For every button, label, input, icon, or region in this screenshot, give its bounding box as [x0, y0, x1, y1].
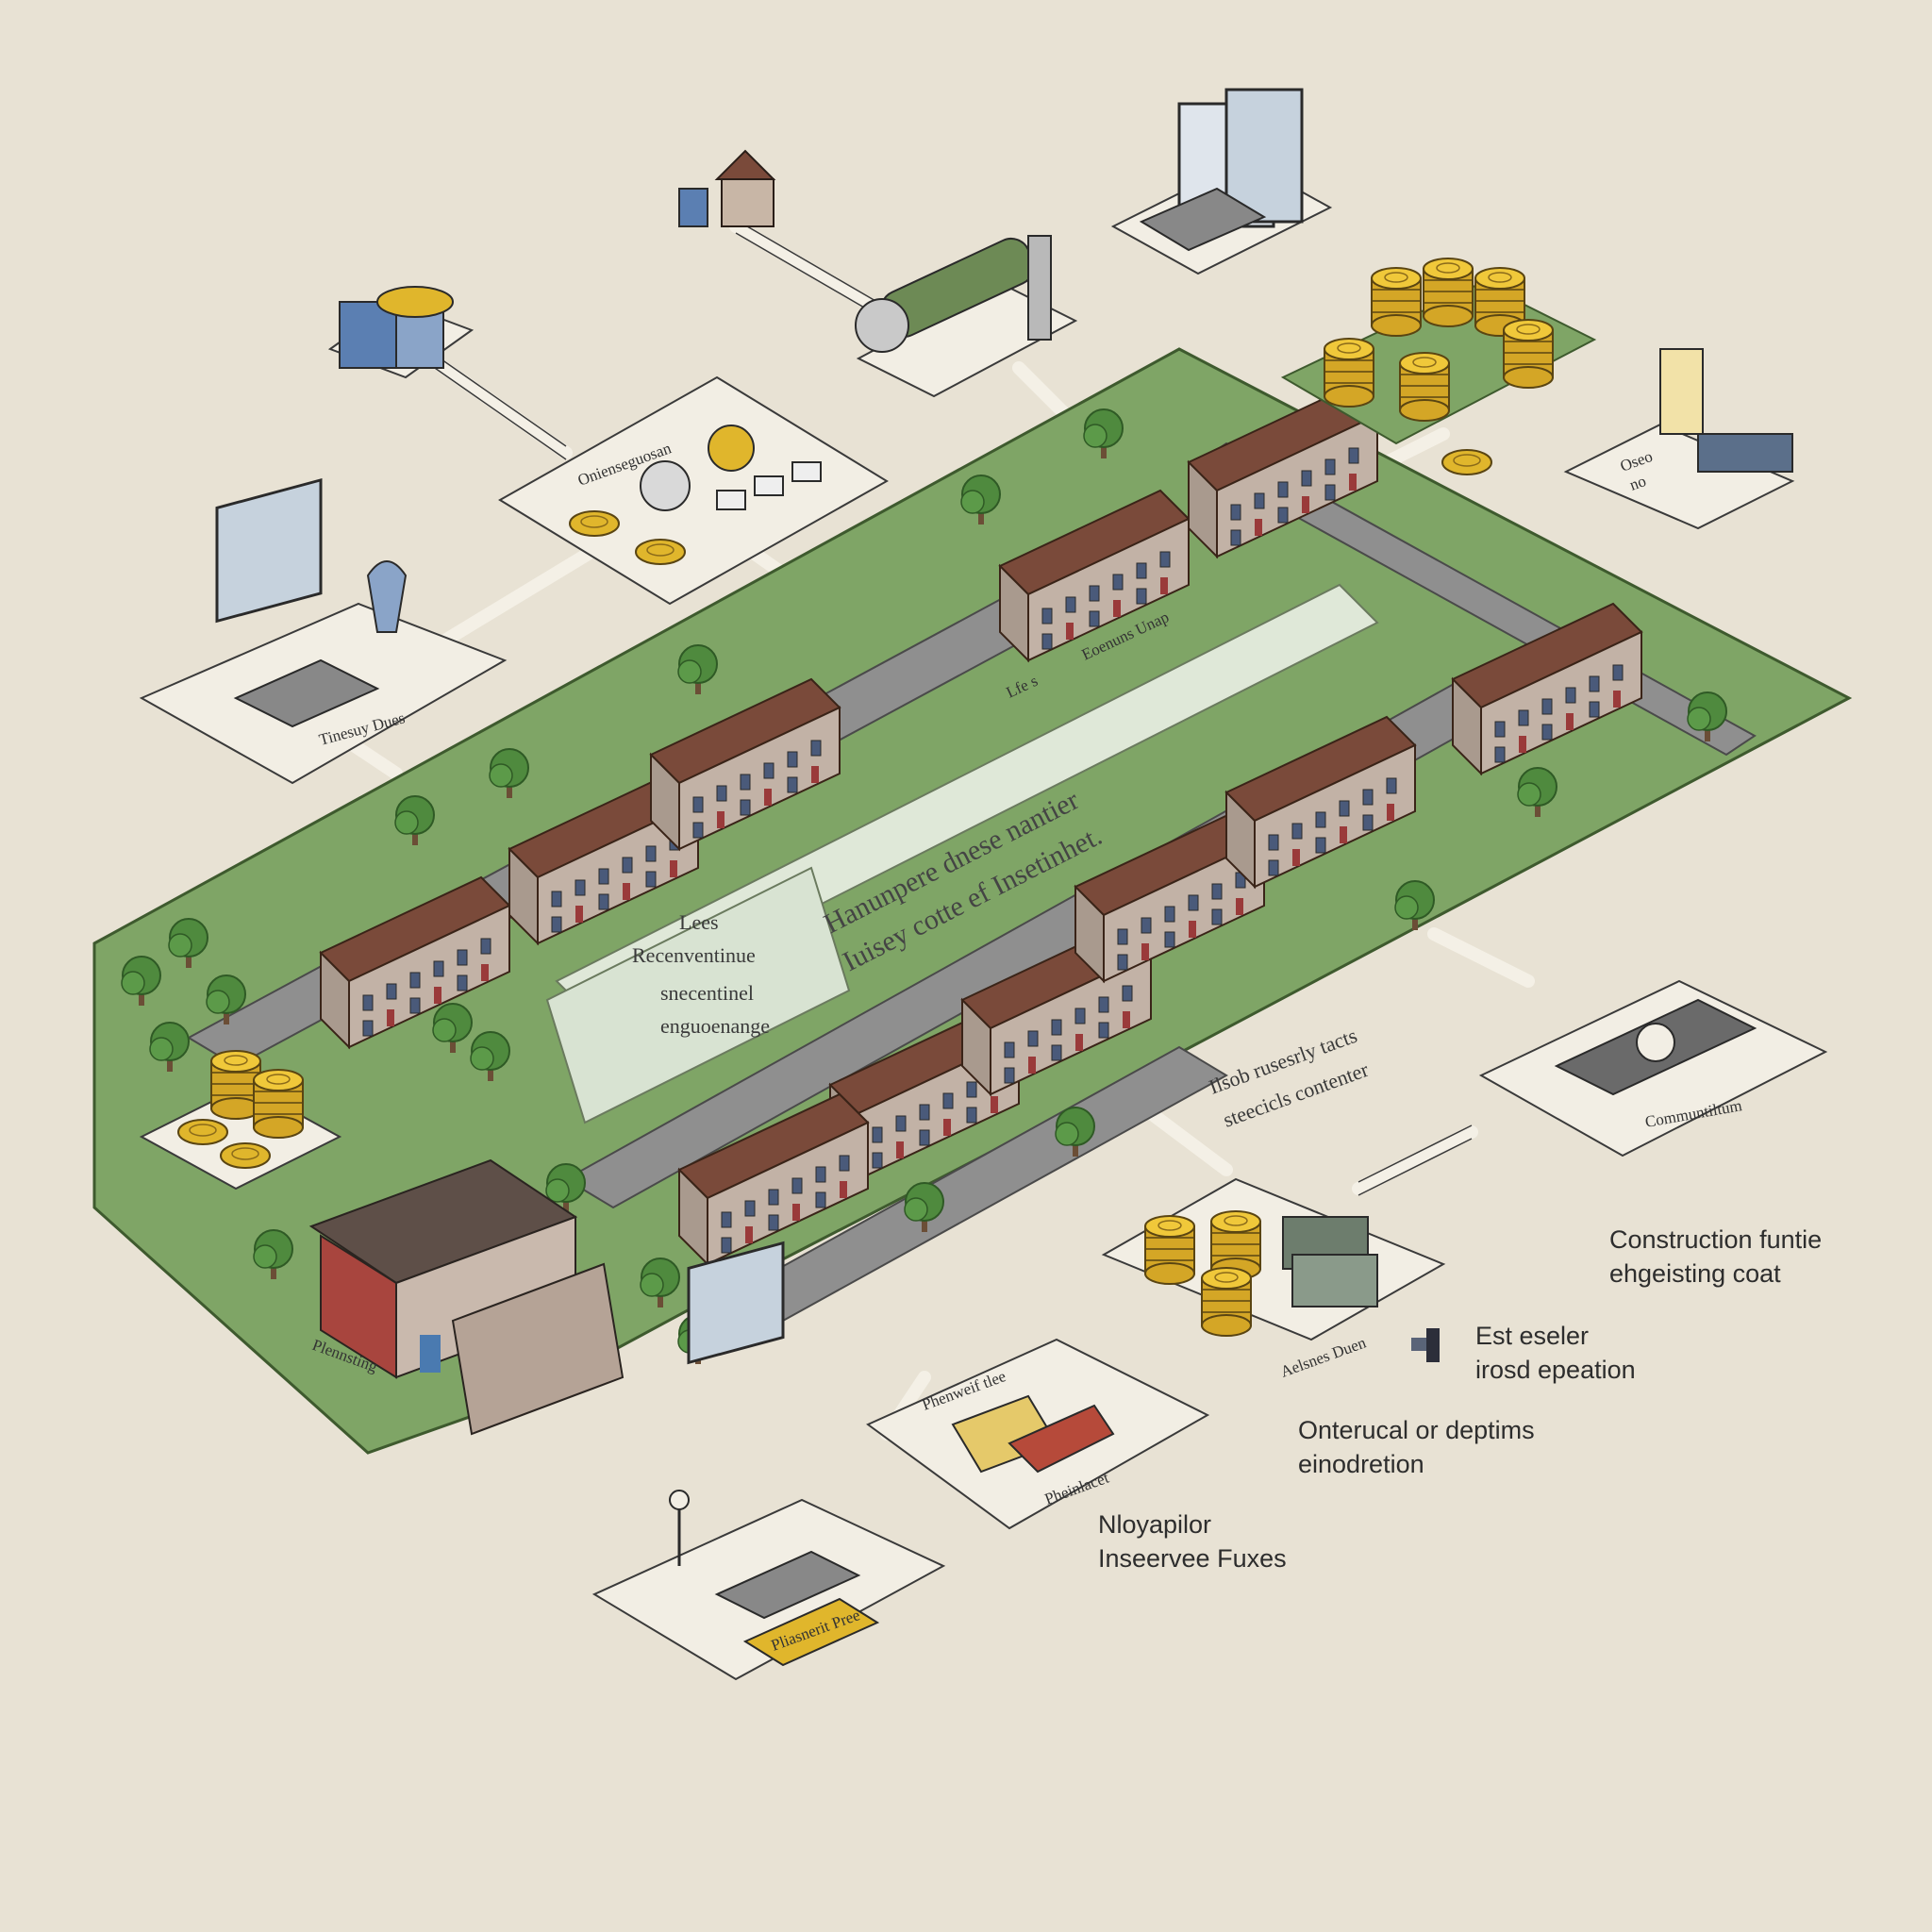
left-banner-line1: Lees [679, 910, 719, 934]
left-banner-line2: Recenventinue [632, 943, 756, 967]
bottom-laptop-panel [591, 1241, 946, 1681]
monitor-icon [1110, 88, 1333, 275]
coins-middle-label: Aelsnes Duen [1278, 1333, 1369, 1380]
right-docs-label-line2: no [1627, 472, 1648, 494]
documents-icon [1563, 348, 1795, 530]
note-construction: Construction funtie ehgeisting coat [1609, 1225, 1823, 1288]
coins-and-cash-panel [1101, 1177, 1446, 1341]
coins-panel [498, 375, 889, 606]
note-operational: Onterucal or deptims einodretion [1298, 1416, 1535, 1478]
house-icon [678, 149, 776, 227]
coin-stack-icon [1280, 258, 1597, 475]
legend-square-icon [1411, 1328, 1440, 1362]
laptop-icon [139, 477, 508, 785]
books-icon [866, 1338, 1210, 1530]
pipe-icon [855, 235, 1078, 398]
person-icon [669, 1490, 690, 1566]
building-icon [327, 286, 475, 379]
dollar-bill-icon [1478, 979, 1828, 1158]
school-building-icon [308, 1158, 625, 1436]
left-coin-stacks [139, 1050, 342, 1191]
left-banner-line3: snecentinel [660, 981, 754, 1005]
left-banner [545, 866, 851, 1124]
note-estimate: Est eseler irosd epeation [1475, 1322, 1636, 1384]
left-banner-line4: enguoenange [660, 1014, 770, 1038]
note-reserve: Nloyapilor Inseervee Fuxes [1098, 1510, 1287, 1573]
